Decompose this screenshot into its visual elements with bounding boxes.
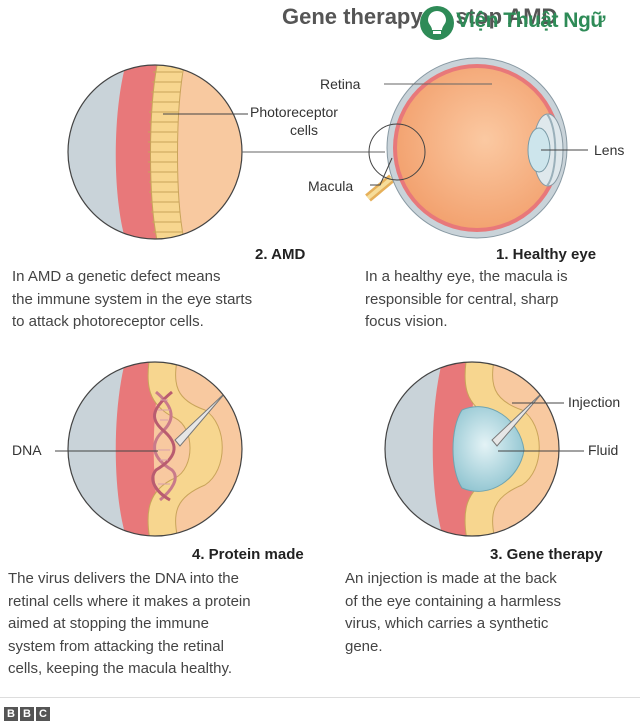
panel-2-heading: 2. AMD bbox=[255, 246, 306, 263]
label-macula: Macula bbox=[308, 178, 354, 194]
panel-3-heading: 3. Gene therapy bbox=[490, 546, 603, 563]
amd-closeup-circle bbox=[68, 65, 242, 239]
eye-cross-section bbox=[365, 57, 568, 239]
macula-leader bbox=[370, 157, 393, 186]
page-title: Gene therapy to stop AMD bbox=[282, 4, 558, 29]
macula-highlight-circle bbox=[368, 123, 426, 181]
label-dna: DNA bbox=[12, 442, 42, 458]
logo-text: Viện Thuật Ngữ bbox=[456, 9, 606, 32]
site-logo bbox=[420, 6, 454, 40]
protein-circle-outline bbox=[67, 361, 243, 537]
label-retina: Retina bbox=[320, 76, 361, 92]
label-photoreceptor-line2: cells bbox=[290, 122, 319, 138]
panel-4-heading: 4. Protein made bbox=[192, 546, 304, 563]
footer-divider bbox=[0, 697, 640, 698]
panel-1-heading: 1. Healthy eye bbox=[496, 246, 597, 263]
label-injection: Injection bbox=[568, 394, 621, 410]
label-lens: Lens bbox=[594, 142, 625, 158]
gene-therapy-circle-outline bbox=[384, 361, 560, 537]
gene-therapy-closeup-circle bbox=[385, 362, 559, 536]
label-fluid: Fluid bbox=[588, 442, 619, 458]
label-photoreceptor-line1: Photoreceptor bbox=[250, 104, 338, 120]
protein-closeup-circle bbox=[68, 362, 242, 536]
